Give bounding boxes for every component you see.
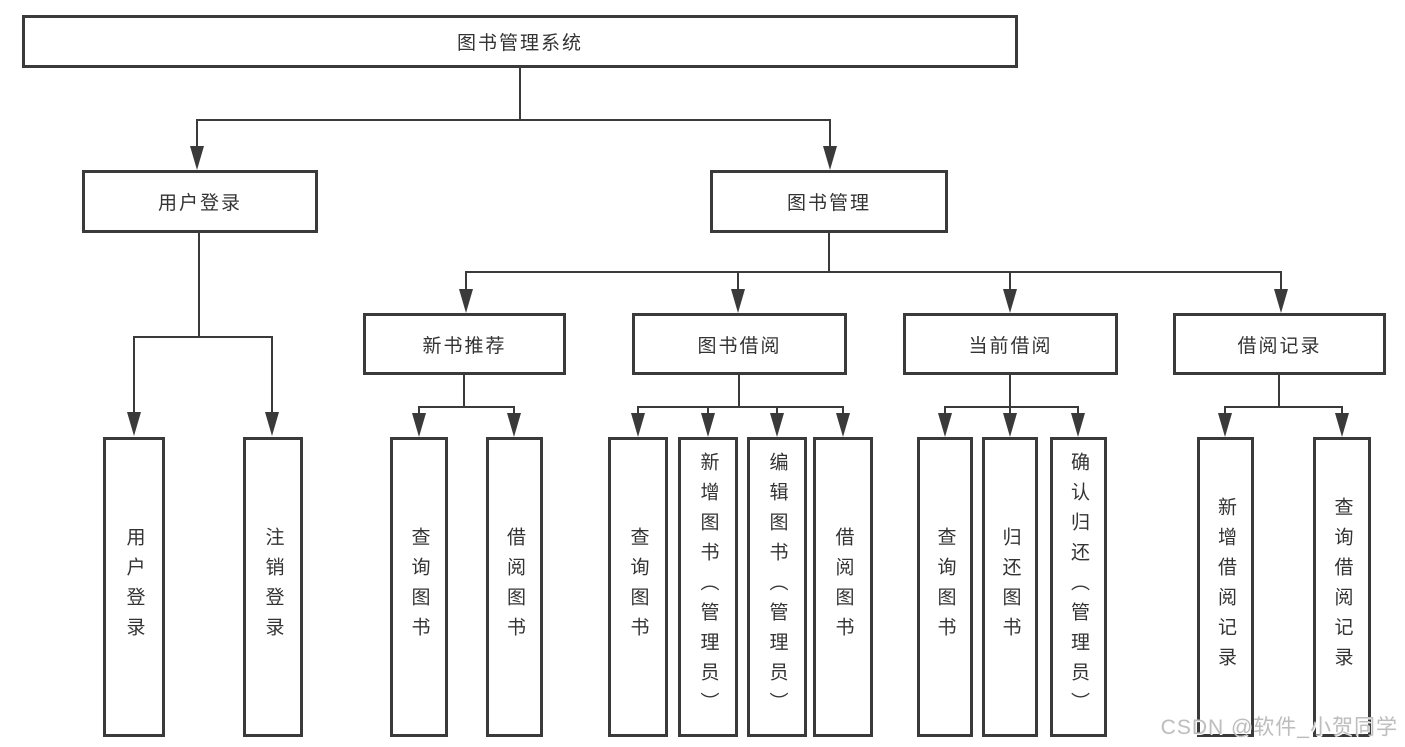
edge-line xyxy=(198,233,200,337)
edge-arrowhead xyxy=(1274,289,1288,313)
edge-arrowhead xyxy=(823,146,837,170)
leaf-current-confirm-return-admin: 确认归还（管理员） xyxy=(1050,437,1107,737)
edge-line xyxy=(738,375,740,408)
edge-arrowhead xyxy=(1335,413,1349,437)
node-label: 归还图书 xyxy=(999,527,1021,647)
edge-arrowhead xyxy=(507,413,521,437)
edge-line xyxy=(1009,406,1011,416)
edge-line xyxy=(133,336,273,338)
edge-line xyxy=(196,119,831,121)
edge-line xyxy=(513,406,515,416)
leaf-borrowing-add-books-admin: 新增图书（管理员） xyxy=(678,437,738,737)
leaf-newbook-borrow-books: 借阅图书 xyxy=(486,437,543,737)
node-label: 图书管理 xyxy=(786,193,871,214)
node-book-management: 图书管理 xyxy=(710,170,948,233)
edge-arrowhead xyxy=(190,146,204,170)
edge-line xyxy=(463,375,465,408)
edge-line xyxy=(271,336,273,414)
node-label: 用户登录 xyxy=(157,193,242,214)
edge-arrowhead xyxy=(731,289,745,313)
edge-line xyxy=(637,406,843,408)
edge-line xyxy=(1280,271,1282,291)
csdn-watermark: CSDN @软件_小贺同学 xyxy=(1160,716,1398,739)
edge-arrowhead xyxy=(770,413,784,437)
edge-line xyxy=(1278,375,1280,408)
edge-line xyxy=(828,233,830,273)
edge-line xyxy=(519,68,521,121)
leaf-borrowing-borrow-books: 借阅图书 xyxy=(813,437,873,737)
leaf-current-return-books: 归还图书 xyxy=(982,437,1038,737)
edge-line xyxy=(1009,375,1011,408)
leaf-borrowing-query-books: 查询图书 xyxy=(608,437,668,737)
node-label: 查询借阅记录 xyxy=(1331,497,1353,677)
node-label: 用户登录 xyxy=(123,527,145,647)
node-label: 新增借阅记录 xyxy=(1215,497,1236,677)
node-label: 编辑图书（管理员） xyxy=(766,452,788,722)
edge-line xyxy=(829,119,831,147)
edge-arrowhead xyxy=(1003,289,1017,313)
edge-line xyxy=(776,406,778,416)
node-label: 借阅图书 xyxy=(832,527,854,647)
node-label: 查询图书 xyxy=(627,527,649,647)
leaf-newbook-query-books: 查询图书 xyxy=(390,437,448,737)
edge-arrowhead xyxy=(1218,413,1232,437)
edge-line xyxy=(842,406,844,416)
edge-line xyxy=(196,119,198,147)
edge-line xyxy=(1224,406,1226,416)
node-label: 借阅记录 xyxy=(1237,335,1322,357)
edge-arrowhead xyxy=(836,413,850,437)
node-label: 图书管理系统 xyxy=(456,33,583,54)
edge-line xyxy=(1224,406,1343,408)
node-book-borrowing: 图书借阅 xyxy=(632,313,847,375)
edge-line xyxy=(418,406,515,408)
node-new-book-recommendation: 新书推荐 xyxy=(363,313,566,375)
node-label: 当前借阅 xyxy=(968,335,1053,357)
edge-line xyxy=(418,406,420,416)
edge-line xyxy=(737,271,739,291)
edge-line xyxy=(1341,406,1343,416)
edge-line xyxy=(133,336,135,414)
leaf-current-query-books: 查询图书 xyxy=(917,437,973,737)
edge-arrowhead xyxy=(412,413,426,437)
node-library-management-system: 图书管理系统 xyxy=(22,15,1018,68)
edge-line xyxy=(944,406,1079,408)
edge-line xyxy=(1009,271,1011,291)
node-label: 确认归还（管理员） xyxy=(1068,452,1089,722)
edge-arrowhead xyxy=(938,413,952,437)
edge-arrowhead xyxy=(1003,413,1017,437)
edge-line xyxy=(1077,406,1079,416)
leaf-user-login: 用户登录 xyxy=(103,437,165,737)
node-current-borrowing: 当前借阅 xyxy=(903,313,1118,375)
node-label: 查询图书 xyxy=(408,527,430,647)
node-label: 图书借阅 xyxy=(697,335,782,357)
node-label: 查询图书 xyxy=(934,527,956,647)
edge-arrowhead xyxy=(459,289,473,313)
edge-line xyxy=(637,406,639,416)
leaf-records-query-record: 查询借阅记录 xyxy=(1313,437,1371,737)
edge-arrowhead xyxy=(701,413,715,437)
edge-arrowhead xyxy=(631,413,645,437)
leaf-logout: 注销登录 xyxy=(243,437,303,737)
edge-arrowhead xyxy=(127,412,141,436)
edge-line xyxy=(944,406,946,416)
edge-arrowhead xyxy=(1071,413,1085,437)
node-label: 新书推荐 xyxy=(422,335,507,357)
edge-arrowhead xyxy=(265,412,279,436)
node-label: 借阅图书 xyxy=(504,527,525,647)
edge-line xyxy=(465,271,1281,273)
node-label: 新增图书（管理员） xyxy=(697,452,719,722)
edge-line xyxy=(465,271,467,291)
leaf-records-add-record: 新增借阅记录 xyxy=(1197,437,1254,737)
node-user-login: 用户登录 xyxy=(82,170,318,233)
node-borrowing-records: 借阅记录 xyxy=(1173,313,1386,375)
edge-line xyxy=(707,406,709,416)
node-label: 注销登录 xyxy=(262,527,284,647)
leaf-borrowing-edit-books-admin: 编辑图书（管理员） xyxy=(747,437,807,737)
